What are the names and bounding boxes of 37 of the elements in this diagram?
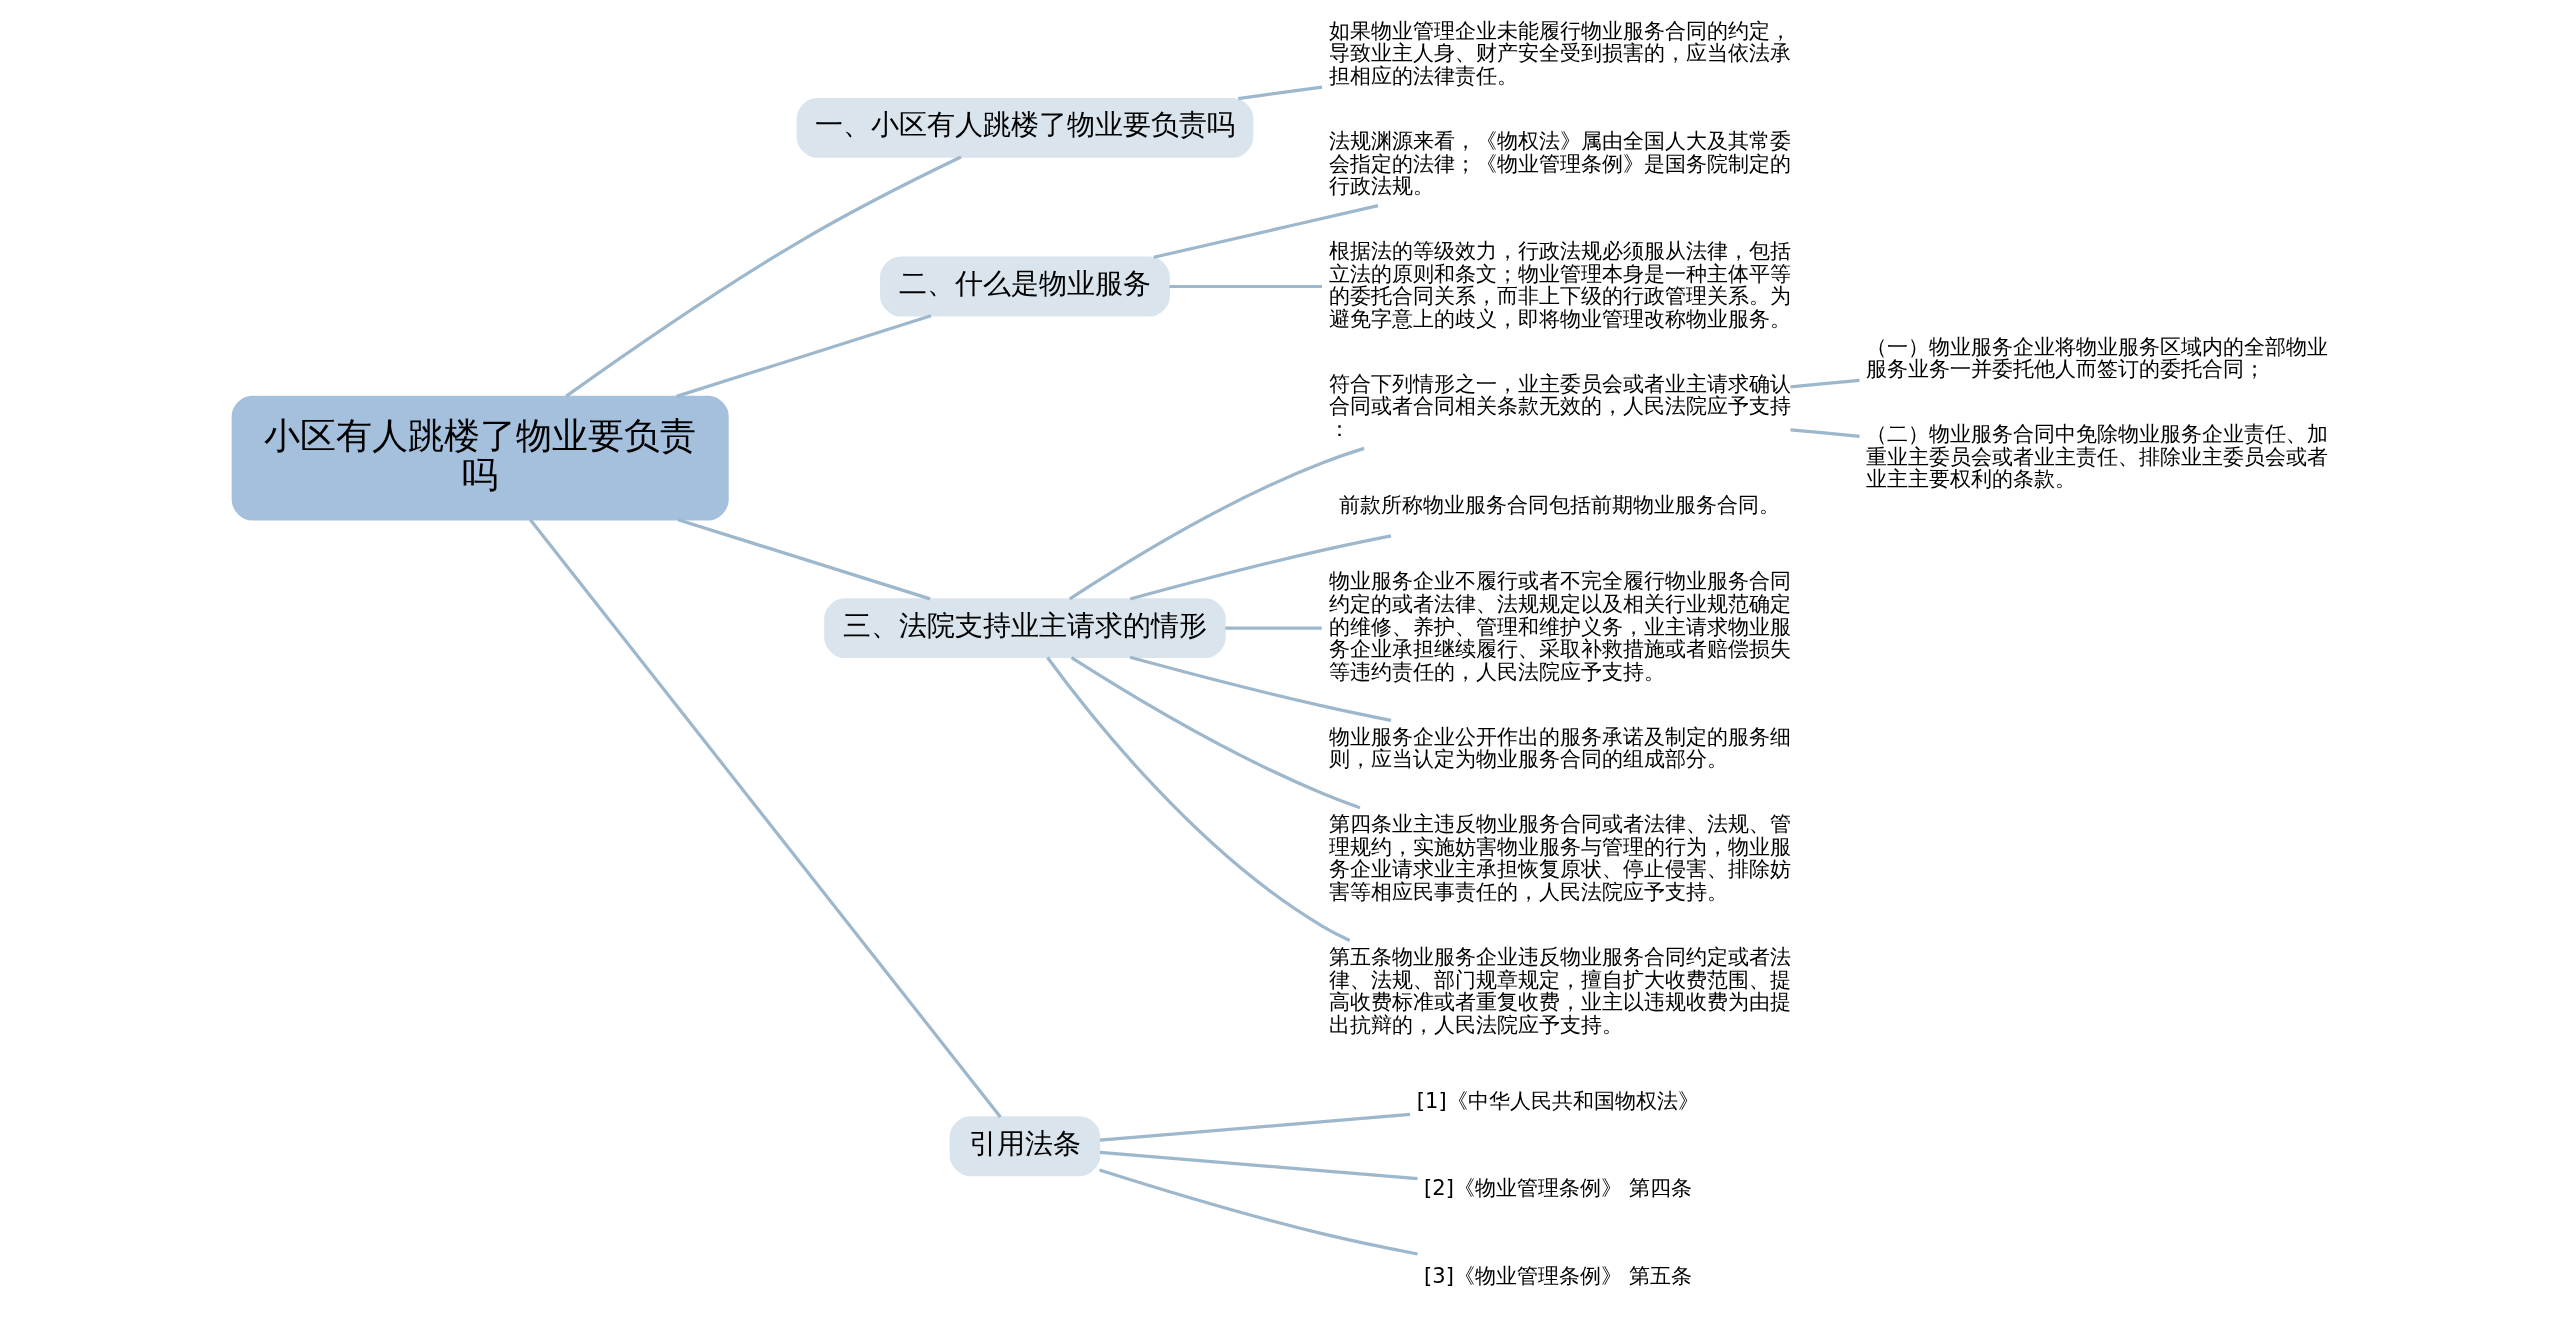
node-text: 前款所称物业服务合同包括前期物业服务合同。 [1339, 492, 1781, 518]
node-box: 二、什么是物业服务 [880, 256, 1170, 317]
connector [1099, 1112, 1411, 1142]
node-text: 符合下列情形之一，业主委员会或者业主请求确认合同或者合同相关条款无效的，人民法院应予支持： [1328, 370, 1791, 442]
node-text: 根据法的等级效力，行政法规必须服从法律，包括立法的原则和条文；物业管理本身是一种主体平等的委托合同关系，而非上下级的行政管理关系。为避免字意上的歧义，即将物业管理改称物业服务。 [1328, 238, 1791, 331]
node-text: 物业服务企业公开作出的服务承诺及制定的服务细则，应当认定为物业服务合同的组成部分。 [1328, 723, 1791, 772]
connector [1099, 1150, 1418, 1181]
node-text: 法规渊源来看，《物权法》属由全国人大及其常委会指定的法律；《物业管理条例》是国务院制定的行政法规。 [1328, 127, 1791, 199]
node-text: 物业服务企业不履行或者不完全履行物业服务合同约定的或者法律、法规规定以及相关行业规范确定的维修、养护、管理和维护义务，业主请求物业服务企业承担继续履行、采取补救措施或者赔偿损失等违约责任的，人民法院应予支持。 [1328, 568, 1791, 684]
node-box: 引用法条 [949, 1116, 1101, 1177]
connector [1238, 85, 1323, 101]
connector [1099, 1168, 1418, 1256]
connector [1169, 284, 1322, 289]
connector [1129, 655, 1392, 722]
node-text: （二）物业服务合同中免除物业服务企业责任、加重业主委员会或者业主责任、排除业主委员会或者业主主要权利的条款。 [1866, 420, 2329, 492]
connector [529, 518, 1002, 1118]
connector [1046, 656, 1351, 943]
connector [1068, 446, 1365, 601]
node-text: 第五条物业服务企业违反物业服务合同约定或者法律、法规、部门规章规定，擅自扩大收费范围、提高收费标准或者重复收费，业主以违规收费为由提出抗辩的，人民法院应予支持。 [1328, 943, 1791, 1037]
node-box: 小区有人跳楼了物业要负责吗 [231, 395, 729, 521]
connector [676, 314, 932, 398]
node-text: [1]《中华人民共和国物权法》 [1416, 1088, 1699, 1113]
node-text: [2]《物业管理条例》 第四条 [1424, 1175, 1692, 1201]
connector [1790, 378, 1860, 389]
connector [1790, 428, 1860, 438]
node-text: [3]《物业管理条例》 第五条 [1424, 1262, 1692, 1288]
node-text: 第四条业主违反物业服务合同或者法律、法规、管理规约，实施妨害物业服务与管理的行为，物业服务企业请求业主承担恢复原状、停止侵害、排除妨害等相应民事责任的，人民法院应予支持。 [1328, 811, 1791, 905]
connector [677, 518, 931, 601]
node-text: 如果物业管理企业未能履行物业服务合同的约定，导致业主人身、财产安全受到损害的，应当依法承担相应的法律责任。 [1328, 17, 1791, 89]
connector [1153, 204, 1379, 259]
node-box: 三、法院支持业主请求的情形 [824, 598, 1226, 659]
connector [565, 155, 962, 398]
node-text: （一）物业服务企业将物业服务区域内的全部物业服务业务一并委托他人而签订的委托合同； [1866, 333, 2329, 382]
connector [1070, 656, 1361, 810]
node-box: 一、小区有人跳楼了物业要负责吗 [796, 97, 1254, 158]
connector [1129, 534, 1392, 601]
connector [1225, 626, 1322, 630]
